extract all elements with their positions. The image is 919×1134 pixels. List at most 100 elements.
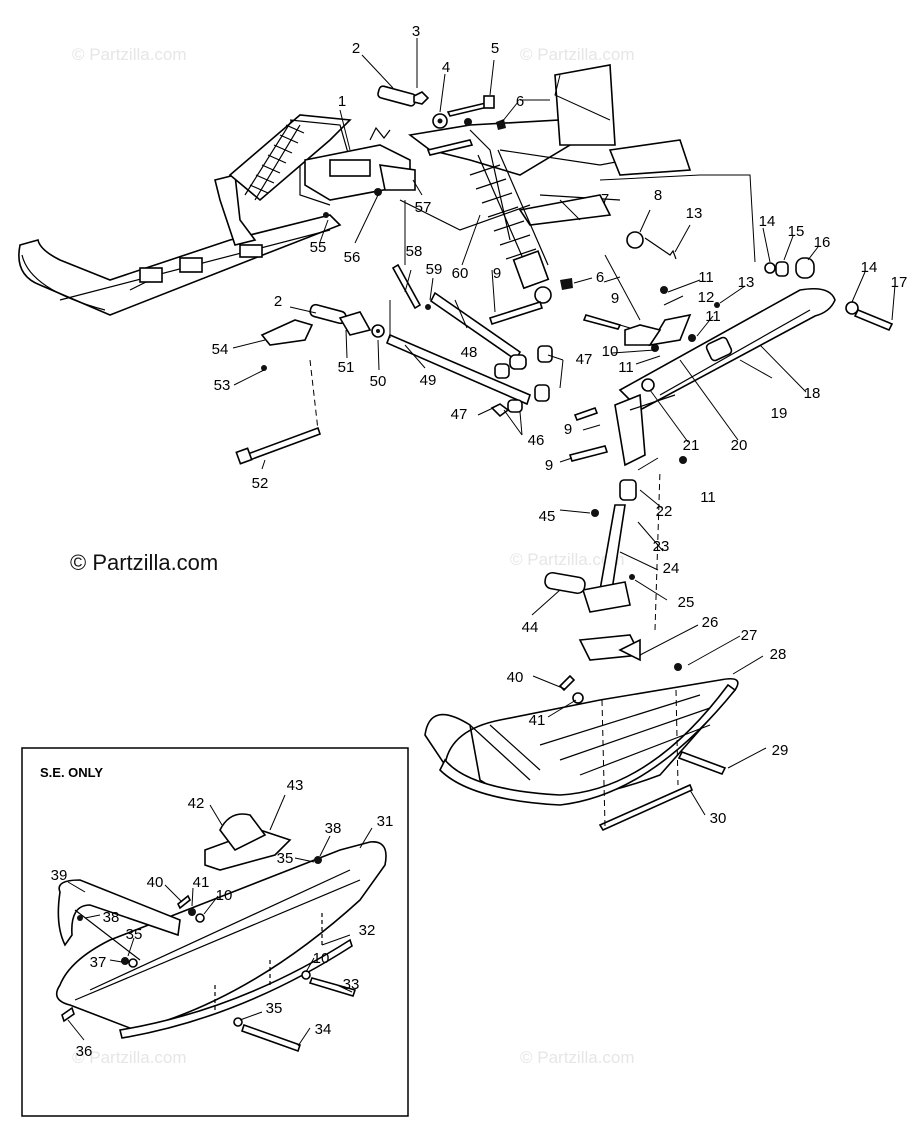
callout: 28 <box>770 646 787 663</box>
callout: 42 <box>188 795 205 812</box>
left-bracket-hardware <box>235 118 472 465</box>
callout: 30 <box>710 810 727 827</box>
callout: 60 <box>452 265 469 282</box>
callout: 34 <box>315 1021 332 1038</box>
callout: 14 <box>861 259 878 276</box>
callout: 32 <box>359 922 376 939</box>
callout: 20 <box>731 437 748 454</box>
callout: 41 <box>529 712 546 729</box>
se-only-inset <box>21 747 409 1117</box>
callout: 26 <box>702 614 719 631</box>
callout: 44 <box>522 619 539 636</box>
callout: 10 <box>313 950 330 967</box>
callout: 51 <box>338 359 355 376</box>
spindle-assembly <box>544 378 676 613</box>
callout: 56 <box>344 249 361 266</box>
callout: 45 <box>539 508 556 525</box>
inset-title: S.E. ONLY <box>40 765 103 780</box>
watermark: © Partzilla.com <box>510 550 625 569</box>
callout: 33 <box>343 976 360 993</box>
callout: 3 <box>412 23 420 40</box>
callout: 39 <box>51 867 68 884</box>
callout: 2 <box>352 40 360 57</box>
callout: 57 <box>415 199 432 216</box>
callout: 13 <box>686 205 703 222</box>
callout: 11 <box>705 308 721 325</box>
callout: 1 <box>338 93 346 110</box>
callout: 53 <box>214 377 231 394</box>
callout: 37 <box>90 954 107 971</box>
callout: 54 <box>212 341 229 358</box>
callout: 5 <box>491 40 499 57</box>
callout: 4 <box>442 59 450 76</box>
callout: 49 <box>420 372 437 389</box>
callout: 16 <box>814 234 831 251</box>
callout: 6 <box>516 93 524 110</box>
main-ski <box>424 634 739 832</box>
callout: 31 <box>377 813 394 830</box>
callout: 17 <box>891 274 908 291</box>
callout: 36 <box>76 1043 93 1060</box>
watermark: © Partzilla.com <box>520 1048 635 1067</box>
callout: 24 <box>663 560 680 577</box>
callout: 18 <box>804 385 821 402</box>
callout: 41 <box>193 874 210 891</box>
callout: 47 <box>576 351 593 368</box>
watermark: © Partzilla.com <box>72 45 187 64</box>
callout: 48 <box>461 344 478 361</box>
right-shock <box>469 149 552 304</box>
callout: 13 <box>738 274 755 291</box>
callout: 10 <box>216 887 233 904</box>
callout: 50 <box>370 373 387 390</box>
bracket-assembly <box>299 126 416 206</box>
callout: 6 <box>596 269 604 286</box>
callout: 11 <box>618 359 634 376</box>
watermark: © Partzilla.com <box>520 45 635 64</box>
callout: 22 <box>656 503 673 520</box>
cross-tubes <box>385 291 609 462</box>
callout: 35 <box>277 850 294 867</box>
center-frame <box>399 64 692 241</box>
callout: 46 <box>528 432 545 449</box>
callout: 11 <box>698 269 714 286</box>
callout: 9 <box>611 290 619 307</box>
leader-lines <box>232 38 896 827</box>
callout: 9 <box>545 457 553 474</box>
callout: 35 <box>126 926 143 943</box>
callout: 2 <box>274 293 282 310</box>
callout: 19 <box>771 405 788 422</box>
inset-leader-lines <box>67 794 373 1047</box>
callout: 35 <box>266 1000 283 1017</box>
callout: 8 <box>654 187 662 204</box>
watermark: © Partzilla.com <box>72 1048 187 1067</box>
callout: 40 <box>507 669 524 686</box>
watermark: © Partzilla.com <box>70 550 218 575</box>
small-hardware <box>377 85 894 464</box>
callout: 43 <box>287 777 304 794</box>
callout: 14 <box>759 213 776 230</box>
callout: 23 <box>653 538 670 555</box>
callout: 27 <box>741 627 758 644</box>
trailing-arm <box>618 287 836 411</box>
callout: 38 <box>103 909 120 926</box>
callout: 59 <box>426 261 443 278</box>
callout: 9 <box>493 265 501 282</box>
callout: 9 <box>564 421 572 438</box>
callout: 21 <box>683 437 700 454</box>
callout: 12 <box>698 289 715 306</box>
callout-labels: 2 3 4 5 6 1 55 56 57 60 7 8 13 6 9 14 15… <box>51 23 908 1060</box>
callout: 7 <box>601 191 609 208</box>
left-ski-assembly <box>18 114 352 316</box>
callout: 38 <box>325 820 342 837</box>
callout: 47 <box>451 406 468 423</box>
callout: 40 <box>147 874 164 891</box>
callout: 55 <box>310 239 327 256</box>
callout: 10 <box>602 343 619 360</box>
callout: 29 <box>772 742 789 759</box>
callout: 25 <box>678 594 695 611</box>
callout: 58 <box>406 243 423 260</box>
callout: 11 <box>700 489 716 506</box>
left-shock <box>244 119 305 201</box>
